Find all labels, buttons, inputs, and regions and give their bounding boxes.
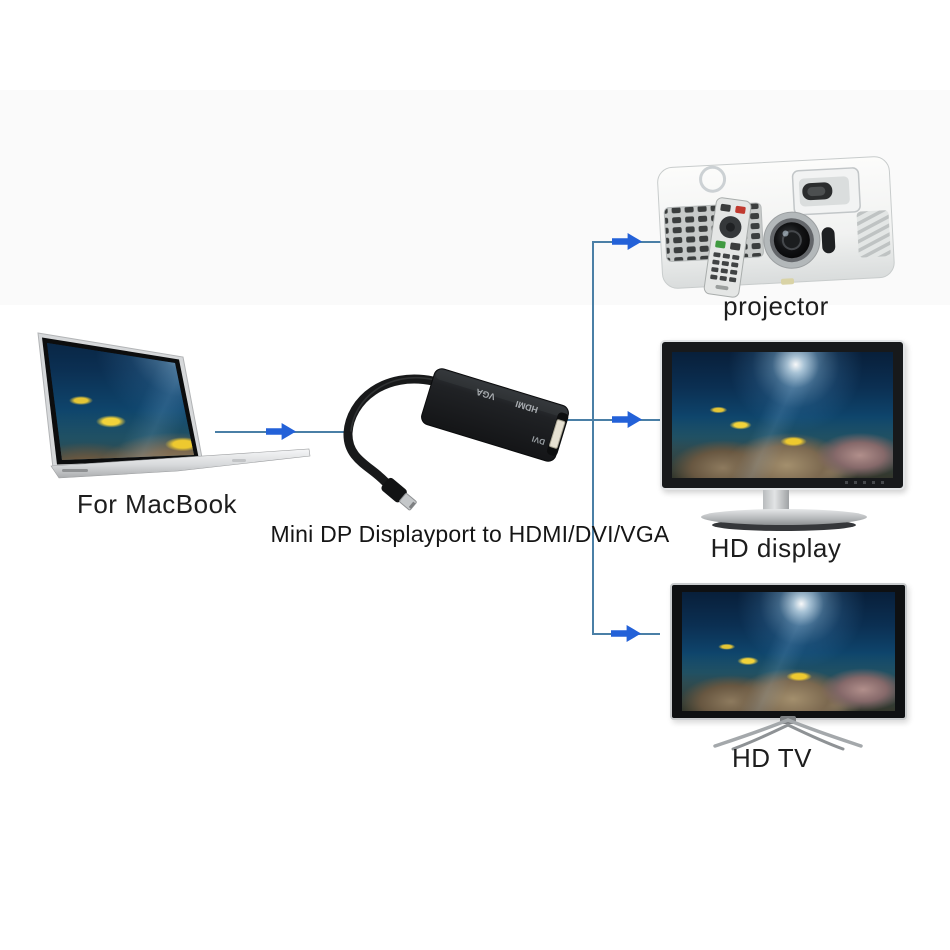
projector-remote — [703, 197, 752, 298]
projector-side-vents — [856, 210, 891, 258]
dvi-port — [549, 419, 566, 449]
hd-tv-label: HD TV — [731, 743, 813, 773]
line-adapter-to-display — [558, 419, 662, 421]
adapter-image: VGA HDMI DVI — [330, 355, 580, 530]
projector-lens — [763, 211, 821, 269]
line-branch-trunk — [592, 241, 594, 635]
flow-arrow-to-display — [612, 411, 642, 428]
projector-ir-window — [821, 227, 836, 254]
macbook-label: For MacBook — [76, 489, 238, 519]
macbook-screen-wallpaper — [47, 343, 194, 460]
adapter-graphic: VGA HDMI DVI — [343, 368, 569, 511]
hd-tv-stand — [703, 716, 873, 752]
projector-logo-ring — [699, 165, 727, 193]
hd-display-label: HD display — [710, 533, 842, 563]
mini-dp-plug — [381, 477, 417, 511]
hd-display-stand-neck — [763, 490, 789, 513]
projector-image — [645, 140, 915, 305]
flow-arrow-to-tv — [611, 625, 641, 642]
projector-graphic — [657, 156, 895, 298]
hd-display-control-buttons — [845, 481, 889, 484]
hd-tv-screen-wallpaper — [682, 592, 895, 711]
adapter-port-label-dvi: DVI — [531, 434, 546, 447]
hd-display-screen-wallpaper — [672, 352, 893, 478]
projector-label: projector — [723, 291, 829, 321]
hd-display-base — [701, 509, 867, 525]
adapter-caption: Mini DP Displayport to HDMI/DVI/VGA — [270, 521, 670, 547]
